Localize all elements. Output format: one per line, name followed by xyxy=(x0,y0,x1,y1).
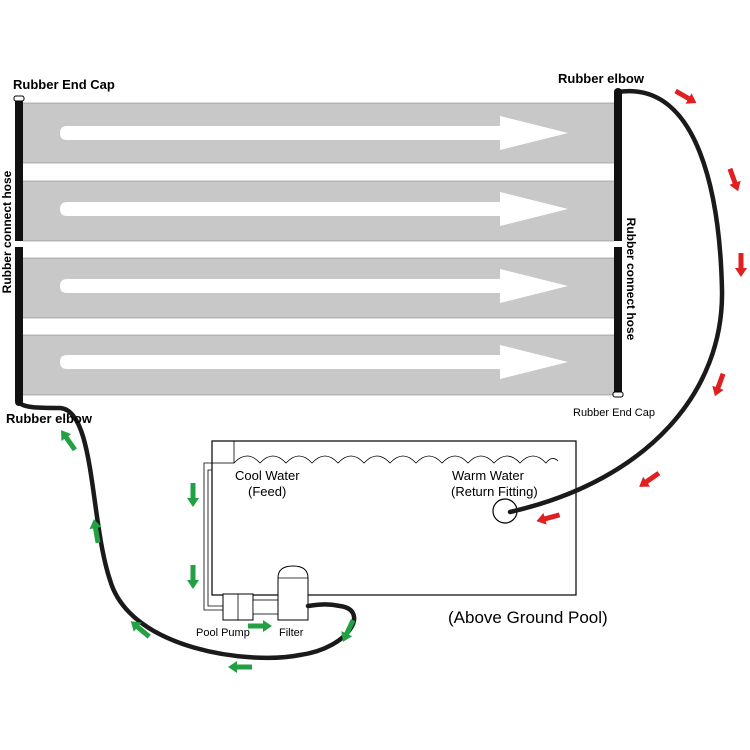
label-pool-pump: Pool Pump xyxy=(196,627,250,639)
green-arrow-icon xyxy=(187,565,199,589)
bottom-left-elbow xyxy=(15,398,23,406)
white-arrow-icon xyxy=(60,192,568,226)
top-left-end-cap xyxy=(13,95,25,102)
solar-panels xyxy=(21,102,619,396)
label-cool-water: Cool Water xyxy=(235,468,300,483)
pool-outline xyxy=(211,440,577,596)
green-arrow-icon xyxy=(130,621,151,639)
green-arrow-icon xyxy=(228,661,252,673)
white-arrow-icon xyxy=(60,269,568,303)
red-arrow-icon xyxy=(536,512,561,525)
above-ground-pool xyxy=(203,440,577,611)
filter xyxy=(277,565,309,621)
green-arrow-icon xyxy=(341,619,356,642)
green-arrow-icon xyxy=(89,519,102,544)
label-right-connect-hose: Rubber connect hose xyxy=(624,218,638,341)
red-arrow-icon xyxy=(674,88,697,104)
header-pipes xyxy=(13,92,624,401)
red-arrow-icon xyxy=(735,253,747,277)
feed-pipe xyxy=(203,462,230,611)
white-arrow-icon xyxy=(60,345,568,379)
white-arrow-icon xyxy=(60,116,568,150)
left-header-pipe xyxy=(15,99,23,401)
red-arrow-icon xyxy=(727,167,741,192)
label-pool-caption: (Above Ground Pool) xyxy=(448,608,608,627)
green-arrow-icon xyxy=(187,483,199,507)
green-arrow-icon xyxy=(61,430,77,452)
red-arrow-icon xyxy=(712,372,726,397)
label-bottom-right-end-cap: Rubber End Cap xyxy=(573,407,655,419)
label-top-right-elbow: Rubber elbow xyxy=(558,71,645,86)
red-arrow-icon xyxy=(639,471,661,487)
label-warm-water-return: (Return Fitting) xyxy=(451,484,538,499)
label-warm-water: Warm Water xyxy=(452,468,525,483)
pump-and-filter xyxy=(222,565,309,621)
label-filter: Filter xyxy=(279,627,304,639)
hoses xyxy=(16,88,725,661)
label-bottom-left-elbow: Rubber elbow xyxy=(6,411,93,426)
label-top-left-end-cap: Rubber End Cap xyxy=(13,77,115,92)
green-arrow-icon xyxy=(248,620,272,632)
supply-hose xyxy=(16,398,357,661)
label-cool-water-feed: (Feed) xyxy=(248,484,286,499)
bottom-right-end-cap xyxy=(612,391,624,398)
water-surface xyxy=(233,455,559,464)
top-right-elbow xyxy=(614,88,622,96)
label-left-connect-hose: Rubber connect hose xyxy=(0,170,14,293)
return-hose xyxy=(507,88,725,515)
